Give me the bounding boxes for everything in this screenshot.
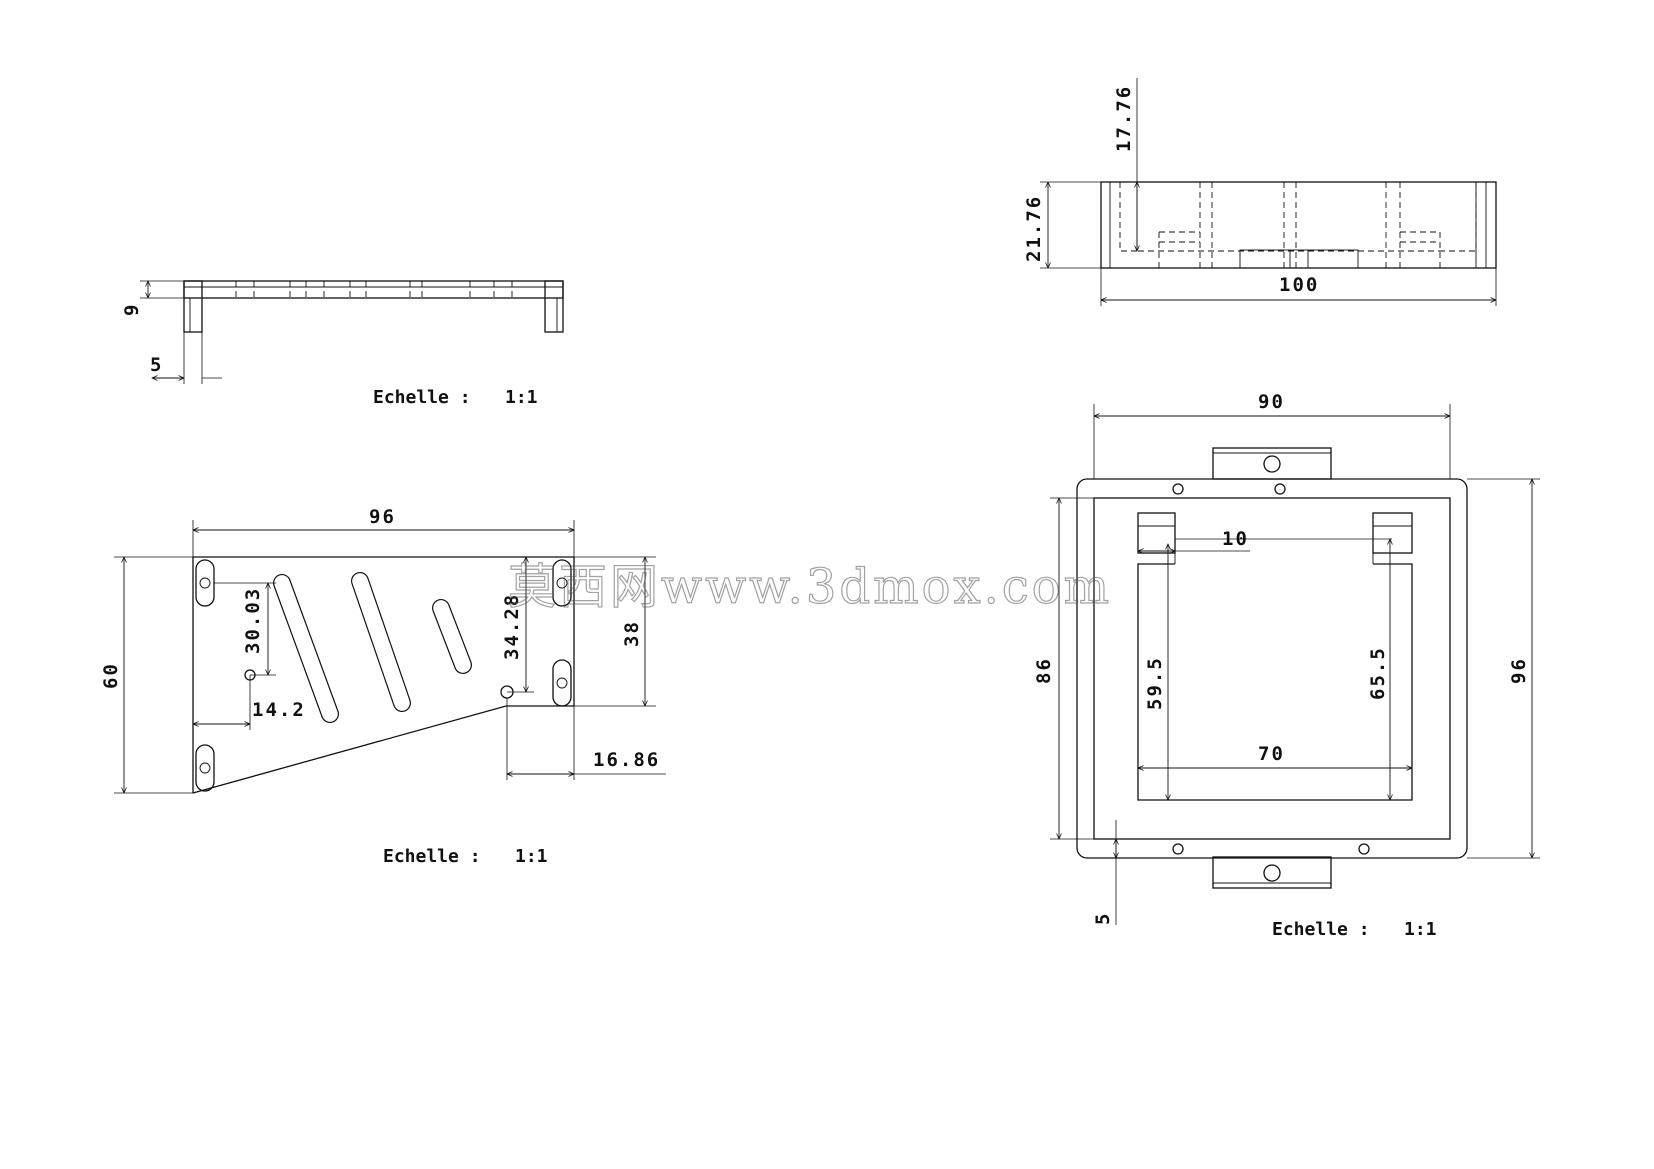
top-dim-10: 10 (1222, 528, 1249, 550)
bracket-scale-label: Echelle : (383, 846, 481, 867)
front-view: 17.76 21.76 100 (1023, 78, 1497, 306)
top-view: 90 10 86 59.5 65.5 70 96 (1033, 391, 1540, 940)
top-scale-value: 1:1 (1404, 919, 1437, 940)
front-dim-21-76: 21.76 (1023, 195, 1045, 262)
bracket-dim-16-86: 16.86 (593, 749, 660, 771)
side-scale-value: 1:1 (505, 387, 538, 408)
bracket-outline (192, 556, 575, 794)
bracket-dim-30-03: 30.03 (242, 587, 264, 654)
bracket-dim-width: 96 (369, 506, 396, 528)
bracket-dim-14-2: 14.2 (252, 699, 306, 721)
front-dim-100: 100 (1279, 274, 1319, 296)
top-dim-90: 90 (1258, 391, 1285, 413)
front-dim-17-76: 17.76 (1113, 85, 1135, 152)
bracket-view: 96 60 30.03 14.2 34.28 38 (100, 506, 666, 867)
top-scale-label: Echelle : (1272, 919, 1370, 940)
top-dim-96: 96 (1508, 657, 1530, 684)
bracket-dim-34-28: 34.28 (501, 593, 523, 660)
side-view-dimensions: 9 5 (121, 281, 222, 384)
bracket-dimensions: 96 60 30.03 14.2 34.28 38 (100, 506, 666, 793)
bracket-dim-height: 60 (100, 662, 122, 689)
side-dim-leg: 5 (150, 354, 163, 376)
side-dim-height: 9 (121, 303, 143, 316)
top-dim-86: 86 (1033, 657, 1055, 684)
side-view-outline (183, 280, 564, 333)
top-view-outline (1076, 447, 1468, 889)
top-dim-59-5: 59.5 (1144, 656, 1166, 710)
side-scale-label: Echelle : (373, 387, 471, 408)
watermark: 莫西网www.3dmox.com (508, 559, 1112, 615)
side-view: 9 5 Echelle : 1:1 (121, 280, 564, 408)
top-dim-70: 70 (1258, 743, 1285, 765)
top-view-dimensions: 90 10 86 59.5 65.5 70 96 (1033, 391, 1540, 925)
top-dim-65-5: 65.5 (1367, 646, 1389, 700)
bracket-scale-value: 1:1 (515, 846, 548, 867)
front-view-dimensions: 17.76 21.76 100 (1023, 78, 1496, 306)
front-view-outline (1100, 181, 1497, 269)
top-dim-5: 5 (1092, 912, 1114, 925)
bracket-dim-38: 38 (621, 620, 643, 647)
